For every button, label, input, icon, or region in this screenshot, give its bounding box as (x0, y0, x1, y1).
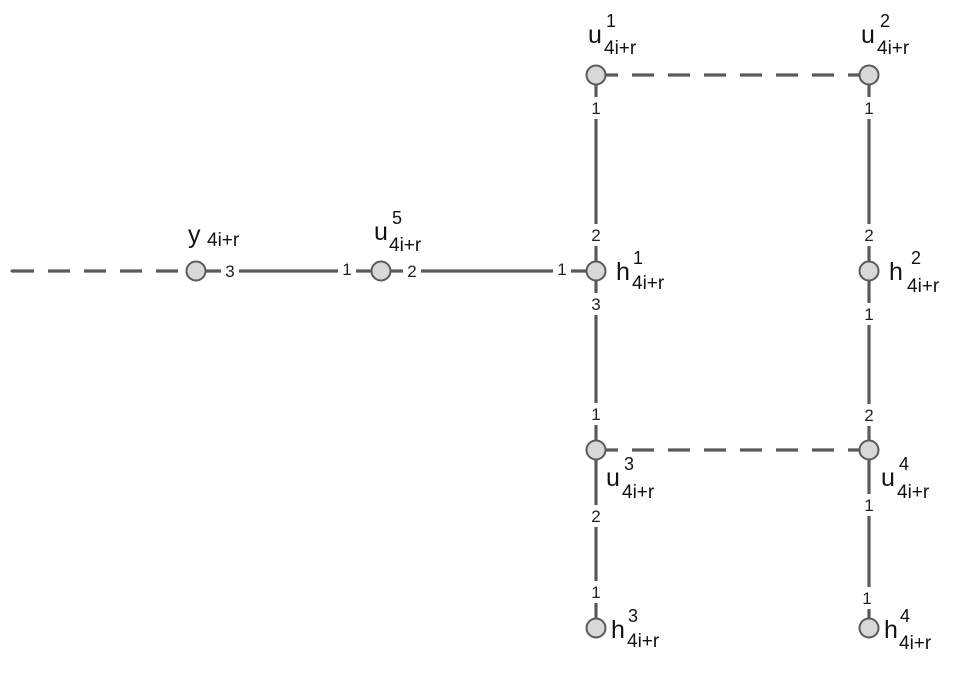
nodes (185, 64, 880, 639)
svg-text:3: 3 (225, 262, 234, 281)
port-label-u1-1: 1 (586, 97, 606, 119)
svg-text:4i+r: 4i+r (207, 230, 240, 251)
node-h1 (585, 260, 607, 282)
port-label-u3-1: 1 (586, 403, 606, 425)
svg-text:1: 1 (591, 405, 600, 424)
svg-text:3: 3 (591, 295, 600, 314)
svg-text:2: 2 (591, 226, 600, 245)
svg-text:u: u (881, 464, 895, 492)
node-h4 (858, 617, 880, 639)
node-h2 (858, 260, 880, 282)
svg-text:5: 5 (392, 208, 402, 228)
port-label-y-3: 3 (221, 260, 239, 282)
svg-text:1: 1 (606, 11, 616, 31)
svg-text:4i+r: 4i+r (899, 633, 932, 654)
svg-text:h: h (616, 258, 630, 286)
svg-text:1: 1 (591, 583, 600, 602)
port-label-h2-1: 1 (859, 303, 879, 325)
port-label-h1-1: 1 (553, 258, 571, 280)
node-label-h3: h 3 4i+r (611, 606, 660, 652)
edge-start-dot (10, 269, 14, 273)
svg-text:1: 1 (864, 99, 873, 118)
port-label-u3-2: 2 (586, 505, 606, 527)
port-labels: 3 1 2 1 1 2 3 1 (221, 97, 879, 609)
svg-text:4i+r: 4i+r (907, 276, 940, 297)
node-u2 (858, 64, 880, 86)
port-label-h1-2: 2 (586, 224, 606, 246)
svg-text:2: 2 (864, 406, 873, 425)
port-label-h4-1: 1 (857, 587, 877, 609)
svg-text:2: 2 (864, 226, 873, 245)
node-y (185, 260, 207, 282)
svg-text:y: y (188, 221, 201, 249)
svg-text:4: 4 (900, 606, 910, 626)
svg-text:4i+r: 4i+r (897, 482, 930, 503)
port-label-h3-1: 1 (586, 581, 606, 603)
node-label-u4: u 4 4i+r (881, 454, 930, 503)
node-u5 (370, 260, 392, 282)
svg-text:1: 1 (342, 260, 351, 279)
svg-text:1: 1 (557, 260, 566, 279)
svg-text:1: 1 (862, 589, 871, 608)
node-label-y: y 4i+r (188, 221, 240, 251)
port-label-u5-2: 2 (403, 260, 421, 282)
svg-text:4i+r: 4i+r (632, 273, 665, 294)
svg-text:1: 1 (633, 248, 643, 268)
node-h3 (585, 617, 607, 639)
svg-text:3: 3 (624, 454, 634, 474)
node-u3 (585, 439, 607, 461)
svg-text:h: h (889, 258, 903, 286)
svg-text:u: u (374, 218, 388, 246)
port-label-u2-1: 1 (859, 97, 879, 119)
node-labels: y 4i+r u 5 4i+r h 1 4i+r u 1 4i+r u 2 4i… (188, 11, 940, 654)
svg-text:h: h (884, 616, 898, 644)
svg-text:4i+r: 4i+r (389, 235, 422, 256)
edges (12, 73, 871, 628)
svg-text:u: u (606, 464, 620, 492)
svg-text:2: 2 (407, 262, 416, 281)
node-u4 (858, 439, 880, 461)
svg-text:1: 1 (864, 305, 873, 324)
node-label-u3: u 3 4i+r (606, 454, 655, 503)
port-label-h2-2: 2 (859, 224, 879, 246)
svg-text:4i+r: 4i+r (627, 631, 660, 652)
node-label-u5: u 5 4i+r (374, 208, 422, 256)
svg-text:1: 1 (591, 99, 600, 118)
svg-text:2: 2 (911, 248, 921, 268)
port-label-h1-3: 3 (586, 293, 606, 315)
svg-text:u: u (861, 21, 875, 49)
node-label-u2: u 2 4i+r (861, 11, 910, 59)
node-label-u1: u 1 4i+r (588, 11, 637, 59)
node-label-h1: h 1 4i+r (616, 248, 665, 294)
svg-text:4i+r: 4i+r (622, 482, 655, 503)
svg-text:3: 3 (628, 606, 638, 626)
svg-text:u: u (588, 21, 602, 49)
port-label-u4-2: 2 (859, 404, 879, 426)
svg-text:1: 1 (864, 496, 873, 515)
node-label-h2: h 2 4i+r (889, 248, 940, 297)
node-u1 (585, 64, 607, 86)
svg-text:4i+r: 4i+r (604, 38, 637, 59)
svg-text:2: 2 (591, 507, 600, 526)
svg-text:4i+r: 4i+r (877, 38, 910, 59)
svg-text:h: h (611, 616, 625, 644)
port-label-u4-1: 1 (859, 494, 879, 516)
port-label-u5-1: 1 (338, 258, 356, 280)
svg-text:2: 2 (880, 11, 890, 31)
node-label-h4: h 4 4i+r (884, 606, 932, 654)
svg-text:4: 4 (899, 454, 909, 474)
